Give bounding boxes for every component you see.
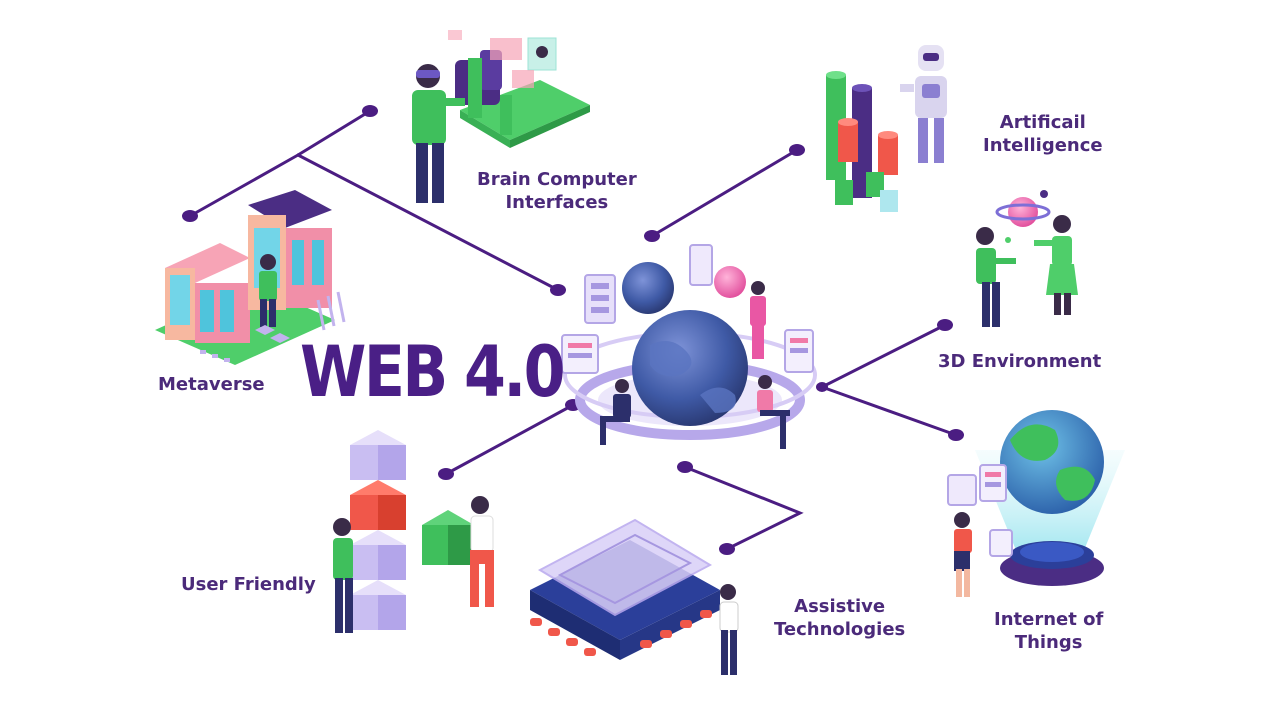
label-artificial-intelligence: Artificail Intelligence xyxy=(983,111,1103,157)
label-line: Brain Computer xyxy=(477,169,637,190)
label-3d-environment: 3D Environment xyxy=(938,350,1101,373)
assistive-tech-illustration xyxy=(530,518,739,675)
label-line: Internet of xyxy=(994,609,1104,630)
label-metaverse: Metaverse xyxy=(158,373,265,396)
person-figure xyxy=(259,254,277,327)
label-assistive-technologies: Assistive Technologies xyxy=(774,595,905,641)
earth-globe-icon xyxy=(1000,410,1104,514)
main-title: WEB 4.0 xyxy=(300,331,566,413)
connector-ai xyxy=(650,148,799,238)
node-dot xyxy=(937,319,953,331)
robot-icon xyxy=(900,45,947,163)
node-dot xyxy=(677,461,693,473)
label-brain-computer-interfaces: Brain Computer Interfaces xyxy=(477,168,637,214)
user-friendly-illustration xyxy=(333,430,494,633)
label-line: Things xyxy=(1014,632,1083,653)
central-hub-illustration xyxy=(561,244,817,449)
pink-orb-icon xyxy=(714,266,746,298)
person-figure xyxy=(1034,215,1078,315)
connector-metaverse xyxy=(188,153,300,218)
node-dot xyxy=(948,429,964,441)
node-dot xyxy=(789,144,805,156)
bci-illustration xyxy=(412,30,590,203)
person-figure xyxy=(719,584,739,675)
iot-illustration xyxy=(947,410,1125,597)
person-figure xyxy=(954,512,972,597)
connector-assistive xyxy=(683,465,804,551)
connector-user-friendly xyxy=(444,403,575,476)
person-figure xyxy=(750,281,766,359)
label-line: Assistive xyxy=(794,596,886,617)
person-figure xyxy=(976,227,1016,327)
connector-3d xyxy=(820,323,947,389)
planet-icon xyxy=(1008,197,1038,227)
label-line: User Friendly xyxy=(181,574,316,595)
person-figure xyxy=(470,496,494,607)
node-dot xyxy=(362,105,378,117)
small-globe-icon xyxy=(622,262,674,314)
node-dot xyxy=(182,210,198,222)
node-dot xyxy=(644,230,660,242)
label-user-friendly: User Friendly xyxy=(181,573,316,596)
ai-illustration xyxy=(826,45,947,212)
node-dot xyxy=(719,543,735,555)
label-line: Metaverse xyxy=(158,374,265,395)
person-figure xyxy=(757,375,790,449)
node-dot xyxy=(550,284,566,296)
label-line: Intelligence xyxy=(983,135,1103,156)
label-line: Technologies xyxy=(774,619,906,640)
connector-iot xyxy=(820,385,958,437)
node-dot xyxy=(816,382,828,392)
connector-hub xyxy=(296,153,560,292)
label-line: Artificail xyxy=(999,112,1086,133)
node-dot xyxy=(438,468,454,480)
connector-bci xyxy=(296,109,372,157)
person-figure xyxy=(600,379,631,445)
person-figure xyxy=(333,518,353,633)
label-line: 3D Environment xyxy=(938,351,1102,372)
connectors xyxy=(188,109,958,551)
metaverse-illustration xyxy=(155,190,346,365)
label-line: Interfaces xyxy=(505,192,609,213)
3d-environment-illustration xyxy=(976,190,1078,327)
person-figure xyxy=(412,64,465,203)
label-internet-of-things: Internet of Things xyxy=(994,608,1103,654)
